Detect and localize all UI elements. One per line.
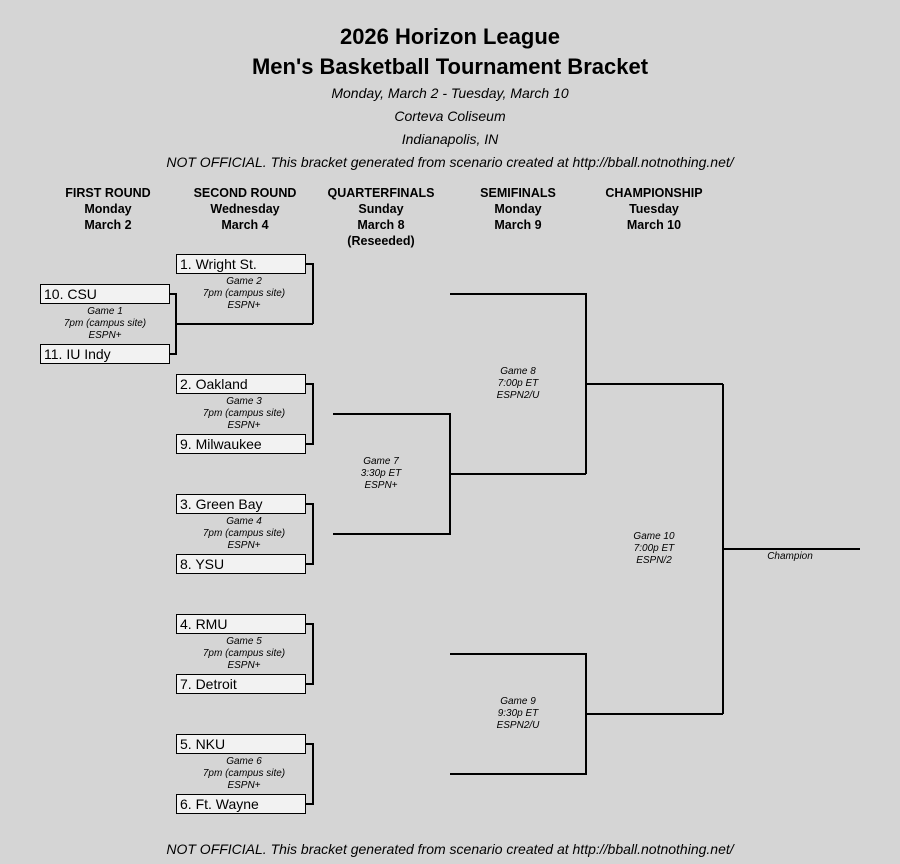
game-name: Game 5	[226, 636, 262, 647]
game-time: 7:00p ET	[497, 378, 539, 389]
round-day: Monday	[494, 202, 542, 216]
round-name: SEMIFINALS	[480, 186, 556, 200]
game-time: 7pm (campus site)	[202, 528, 286, 539]
game-tv: ESPN2/U	[496, 390, 540, 401]
round-name: CHAMPIONSHIP	[605, 186, 703, 200]
page-title: 2026 Horizon League	[339, 24, 561, 49]
team-slot: 6. Ft. Wayne	[176, 794, 306, 814]
game-tv: ESPN+	[227, 300, 261, 311]
disclaimer-bottom: NOT OFFICIAL. This bracket generated fro…	[166, 841, 734, 857]
round-day: Tuesday	[629, 202, 679, 216]
team-slot: 9. Milwaukee	[176, 434, 306, 454]
champion-label: Champion	[767, 551, 813, 562]
game-time: 3:30p ET	[360, 468, 402, 479]
round-day: Sunday	[358, 202, 404, 216]
team-slot: 4. RMU	[176, 614, 306, 634]
game-time: 7pm (campus site)	[202, 648, 286, 659]
round-name: SECOND ROUND	[193, 186, 297, 200]
game-time: 9:30p ET	[497, 708, 539, 719]
game-tv: ESPN+	[227, 540, 261, 551]
game-name: Game 8	[500, 366, 536, 377]
round-date: March 9	[494, 218, 542, 232]
game-tv: ESPN+	[227, 780, 261, 791]
page-subtitle: Men's Basketball Tournament Bracket	[251, 54, 649, 79]
game-time: 7:00p ET	[633, 543, 675, 554]
team-slot: 3. Green Bay	[176, 494, 306, 514]
round-name: QUARTERFINALS	[327, 186, 435, 200]
round-date: March 2	[84, 218, 132, 232]
team-slot: 8. YSU	[176, 554, 306, 574]
game-tv: ESPN/2	[636, 555, 672, 566]
disclaimer-top: NOT OFFICIAL. This bracket generated fro…	[166, 154, 734, 170]
team-slot: 11. IU Indy	[40, 344, 170, 364]
game-name: Game 2	[226, 276, 262, 287]
team-slot: 7. Detroit	[176, 674, 306, 694]
round-date: March 4	[221, 218, 269, 232]
game-name: Game 9	[500, 696, 536, 707]
game-tv: ESPN+	[364, 480, 398, 491]
game-tv: ESPN+	[227, 420, 261, 431]
team-slot: 5. NKU	[176, 734, 306, 754]
game-tv: ESPN+	[227, 660, 261, 671]
round-date: March 8	[357, 218, 405, 232]
game-name: Game 7	[363, 456, 399, 467]
game-time: 7pm (campus site)	[202, 288, 286, 299]
round-note: (Reseeded)	[347, 234, 415, 248]
city: Indianapolis, IN	[401, 131, 499, 147]
team-slot: 2. Oakland	[176, 374, 306, 394]
round-name: FIRST ROUND	[65, 186, 151, 200]
game-name: Game 6	[226, 756, 262, 767]
game-name: Game 4	[226, 516, 262, 527]
game-name: Game 1	[87, 306, 123, 317]
game-name: Game 3	[226, 396, 262, 407]
round-day: Monday	[84, 202, 132, 216]
game-tv: ESPN2/U	[496, 720, 540, 731]
tournament-dates: Monday, March 2 - Tuesday, March 10	[331, 85, 569, 101]
game-time: 7pm (campus site)	[202, 408, 286, 419]
game-name: Game 10	[633, 531, 675, 542]
game-tv: ESPN+	[88, 330, 122, 341]
game-time: 7pm (campus site)	[63, 318, 147, 329]
team-slot: 1. Wright St.	[176, 254, 306, 274]
round-day: Wednesday	[210, 202, 280, 216]
game-time: 7pm (campus site)	[202, 768, 286, 779]
round-date: March 10	[626, 218, 682, 232]
team-slot: 10. CSU	[40, 284, 170, 304]
venue: Corteva Coliseum	[394, 108, 506, 124]
